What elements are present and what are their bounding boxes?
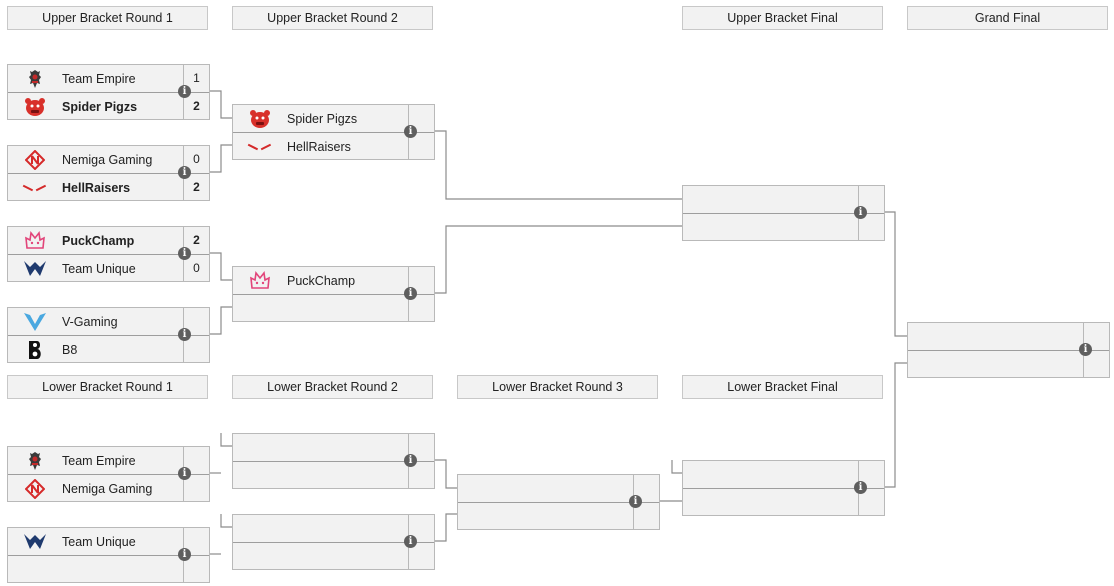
header-lower-round-2: Lower Bracket Round 2 bbox=[232, 375, 433, 399]
match-lb-r1-1[interactable]: Team Empire Nemiga Gaming i bbox=[7, 446, 210, 502]
team-slot-empty[interactable] bbox=[233, 543, 408, 570]
team-name: PuckChamp bbox=[62, 233, 135, 248]
score: 0 bbox=[193, 152, 200, 166]
team-slot-empty[interactable] bbox=[908, 351, 1083, 378]
team-slot[interactable]: Nemiga Gaming bbox=[8, 146, 183, 173]
score: 2 bbox=[193, 180, 200, 194]
team-slot[interactable]: Team Unique bbox=[8, 255, 183, 282]
team-slot-empty[interactable] bbox=[8, 556, 183, 583]
team-slot-empty[interactable] bbox=[233, 462, 408, 489]
team-name: PuckChamp bbox=[287, 273, 356, 288]
match-info-icon[interactable]: i bbox=[404, 287, 417, 300]
team-name: B8 bbox=[62, 342, 78, 357]
team-slot[interactable]: HellRaisers bbox=[233, 133, 408, 160]
team-name: Spider Pigzs bbox=[62, 99, 138, 114]
team-name: Nemiga Gaming bbox=[62, 481, 153, 496]
header-lower-final: Lower Bracket Final bbox=[682, 375, 883, 399]
match-info-icon[interactable]: i bbox=[854, 481, 867, 494]
match-info-icon[interactable]: i bbox=[178, 328, 191, 341]
match-lb-r3[interactable]: i bbox=[457, 474, 660, 530]
match-ub-r1-4[interactable]: V-Gaming B8 i bbox=[7, 307, 210, 363]
team-slot-empty[interactable] bbox=[458, 503, 633, 530]
b8-logo-icon bbox=[22, 339, 48, 361]
score: 0 bbox=[193, 261, 200, 275]
match-info-icon[interactable]: i bbox=[178, 548, 191, 561]
team-slot[interactable]: Nemiga Gaming bbox=[8, 475, 183, 502]
team-slot[interactable]: Spider Pigzs bbox=[8, 93, 183, 120]
team-slot[interactable]: PuckChamp bbox=[233, 267, 408, 294]
team-slot[interactable]: V-Gaming bbox=[8, 308, 183, 335]
match-info-icon[interactable]: i bbox=[178, 247, 191, 260]
match-info-icon[interactable]: i bbox=[629, 495, 642, 508]
match-ub-r1-2[interactable]: Nemiga Gaming HellRaisers 0 2 i bbox=[7, 145, 210, 201]
team-slot-empty[interactable] bbox=[233, 515, 408, 542]
match-info-icon[interactable]: i bbox=[854, 206, 867, 219]
nemiga-logo-icon bbox=[22, 478, 48, 500]
match-info-icon[interactable]: i bbox=[178, 166, 191, 179]
match-ub-final[interactable]: i bbox=[682, 185, 885, 241]
nemiga-logo-icon bbox=[22, 149, 48, 171]
match-ub-r1-1[interactable]: Team Empire Spider Pigzs 1 2 i bbox=[7, 64, 210, 120]
spider-pigzs-logo-icon bbox=[22, 96, 48, 118]
team-slot-empty[interactable] bbox=[683, 489, 858, 516]
match-info-icon[interactable]: i bbox=[404, 125, 417, 138]
header-upper-final: Upper Bracket Final bbox=[682, 6, 883, 30]
team-slot-empty[interactable] bbox=[683, 461, 858, 488]
match-lb-r2-2[interactable]: i bbox=[232, 514, 435, 570]
match-lb-r2-1[interactable]: i bbox=[232, 433, 435, 489]
team-slot[interactable]: Team Empire bbox=[8, 447, 183, 474]
v-gaming-logo-icon bbox=[22, 311, 48, 333]
team-unique-logo-icon bbox=[22, 258, 48, 280]
score: 1 bbox=[193, 71, 200, 85]
match-lb-final[interactable]: i bbox=[682, 460, 885, 516]
score: 2 bbox=[193, 233, 200, 247]
team-slot[interactable]: Spider Pigzs bbox=[233, 105, 408, 132]
hellraisers-logo-icon bbox=[247, 136, 273, 158]
team-name: Team Empire bbox=[62, 71, 136, 86]
puckchamp-logo-icon bbox=[22, 230, 48, 252]
match-ub-r1-3[interactable]: PuckChamp Team Unique 2 0 i bbox=[7, 226, 210, 282]
score: 2 bbox=[193, 99, 200, 113]
team-slot[interactable]: PuckChamp bbox=[8, 227, 183, 254]
header-lower-round-1: Lower Bracket Round 1 bbox=[7, 375, 208, 399]
header-upper-round-1: Upper Bracket Round 1 bbox=[7, 6, 208, 30]
match-info-icon[interactable]: i bbox=[1079, 343, 1092, 356]
match-ub-r2-2[interactable]: PuckChamp i bbox=[232, 266, 435, 322]
team-name: HellRaisers bbox=[62, 180, 131, 195]
team-slot[interactable]: Team Empire bbox=[8, 65, 183, 92]
empire-logo-icon bbox=[22, 68, 48, 90]
team-slot[interactable]: Team Unique bbox=[8, 528, 183, 555]
team-slot-empty[interactable] bbox=[233, 295, 408, 322]
hellraisers-logo-icon bbox=[22, 177, 48, 199]
header-lower-round-3: Lower Bracket Round 3 bbox=[457, 375, 658, 399]
header-upper-round-2: Upper Bracket Round 2 bbox=[232, 6, 433, 30]
team-slot-empty[interactable] bbox=[233, 434, 408, 461]
team-slot-empty[interactable] bbox=[683, 214, 858, 241]
team-name: Team Unique bbox=[62, 261, 136, 276]
header-grand-final: Grand Final bbox=[907, 6, 1108, 30]
team-name: Spider Pigzs bbox=[287, 111, 358, 126]
puckchamp-logo-icon bbox=[247, 270, 273, 292]
empire-logo-icon bbox=[22, 450, 48, 472]
team-slot-empty[interactable] bbox=[683, 186, 858, 213]
team-name: Nemiga Gaming bbox=[62, 152, 153, 167]
match-ub-r2-1[interactable]: Spider Pigzs HellRaisers i bbox=[232, 104, 435, 160]
team-name: HellRaisers bbox=[287, 139, 351, 154]
team-name: Team Empire bbox=[62, 453, 136, 468]
team-slot-empty[interactable] bbox=[458, 475, 633, 502]
team-name: Team Unique bbox=[62, 534, 136, 549]
match-info-icon[interactable]: i bbox=[404, 454, 417, 467]
team-name: V-Gaming bbox=[62, 314, 118, 329]
team-unique-logo-icon bbox=[22, 531, 48, 553]
team-slot[interactable]: HellRaisers bbox=[8, 174, 183, 201]
spider-pigzs-logo-icon bbox=[247, 108, 273, 130]
team-slot[interactable]: B8 bbox=[8, 336, 183, 363]
match-info-icon[interactable]: i bbox=[178, 85, 191, 98]
match-lb-r1-2[interactable]: Team Unique i bbox=[7, 527, 210, 583]
match-grand-final[interactable]: i bbox=[907, 322, 1110, 378]
match-info-icon[interactable]: i bbox=[178, 467, 191, 480]
match-info-icon[interactable]: i bbox=[404, 535, 417, 548]
team-slot-empty[interactable] bbox=[908, 323, 1083, 350]
